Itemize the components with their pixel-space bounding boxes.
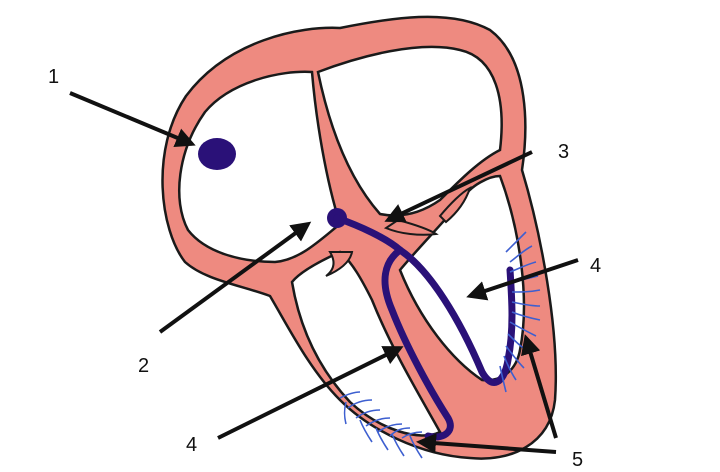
label-4-lower: 4 xyxy=(186,434,197,456)
label-4-upper: 4 xyxy=(590,255,601,277)
label-5: 5 xyxy=(572,449,583,471)
label-2: 2 xyxy=(138,355,149,377)
label-3: 3 xyxy=(558,141,569,163)
label-1: 1 xyxy=(48,66,59,88)
sa-node xyxy=(198,138,236,170)
